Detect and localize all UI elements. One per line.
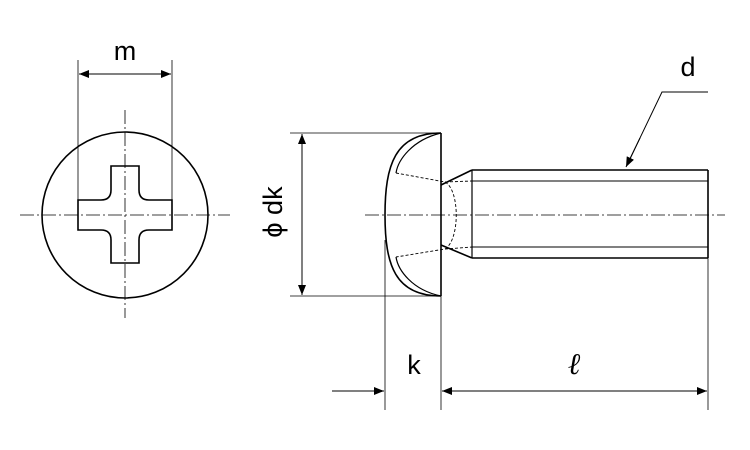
d-label: d — [680, 52, 695, 82]
shank-taper-bottom — [440, 244, 473, 259]
d-leader-arrow — [625, 137, 641, 168]
head-inner-arc — [395, 132, 442, 174]
d-leader — [627, 91, 708, 164]
k-label: k — [407, 350, 421, 380]
head-inner-arc-bottom — [395, 256, 442, 297]
phillips-recess — [77, 165, 173, 264]
m-label: m — [114, 36, 137, 66]
l-label: ℓ — [568, 348, 581, 381]
recess-hidden-bottom — [444, 246, 473, 250]
head-profile — [384, 132, 442, 297]
front-view — [20, 60, 230, 318]
side-view — [290, 91, 725, 410]
dk-label: ϕ dk — [258, 186, 288, 238]
recess-hidden-top — [444, 180, 473, 183]
